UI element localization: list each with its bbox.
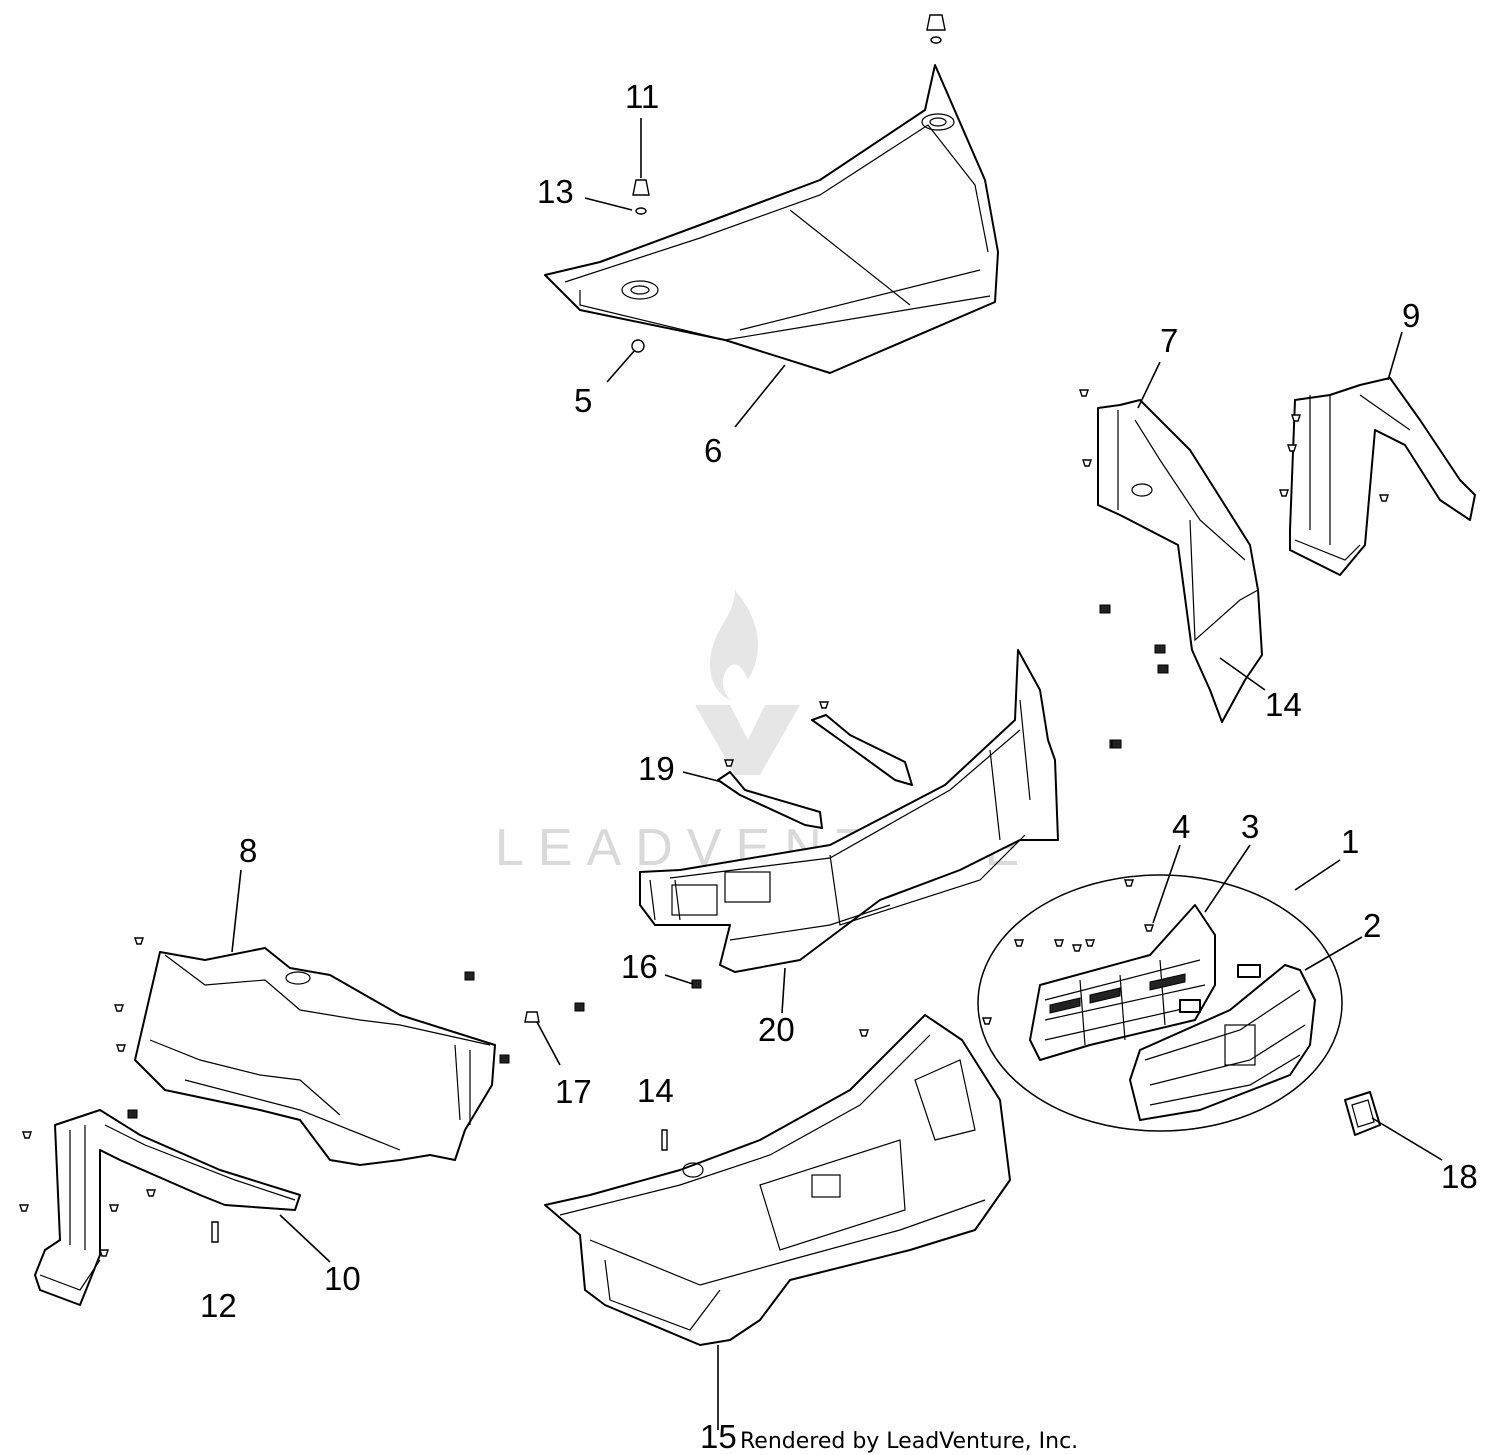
screw-icon [99,1249,109,1257]
part-hood-panel [544,64,999,374]
screw-icon [1082,459,1092,467]
screw-icon [1144,924,1154,932]
fender-screws-right-inner [1279,414,1389,502]
washer-icon [930,36,942,44]
screw-icon [859,1029,869,1037]
v-logo-icon [695,705,800,775]
screw-icon [116,1044,126,1052]
nut-icon [1154,644,1166,654]
screw-icon [1291,414,1301,422]
callout-16: 16 [621,948,658,985]
screw-icon [19,1204,29,1212]
leader-lines [231,118,1443,1430]
nut-icon [574,1002,585,1012]
nut-icon [499,1054,510,1064]
callout-7: 7 [1160,322,1178,359]
callout-9: 9 [1402,297,1420,334]
callout-6: 6 [704,432,722,469]
screw-icon [1072,944,1082,952]
callout-20: 20 [758,1011,795,1048]
part-left-inner-fender [34,1109,301,1306]
grille-assembly [977,874,1343,1132]
screw-icon [134,937,144,945]
nut-icon [1157,664,1169,674]
part-right-fender [1097,399,1263,723]
fender-screws-left-inner [19,1109,219,1257]
callout-4: 4 [1172,808,1190,845]
nut-icon [1111,739,1122,749]
part-brackets [717,701,913,829]
callout-3: 3 [1241,808,1259,845]
part-left-fender [134,947,496,1166]
bolt-icon [211,1221,219,1243]
screw-icon [1054,939,1064,947]
bolt-icon [661,1129,668,1151]
screw-icon [819,701,829,709]
screw-icon [1014,939,1024,947]
screw-icon [22,1131,32,1139]
callout-2: 2 [1363,907,1381,944]
callout-12: 12 [200,1287,237,1324]
callout-19: 19 [638,750,675,787]
callout-5: 5 [574,382,592,419]
callout-14-lower: 14 [637,1072,674,1109]
callout-1: 1 [1341,823,1359,860]
grille-screws [982,879,1154,1025]
screw-icon [982,1017,992,1025]
screw-icon [724,759,734,767]
nut-icon [1099,604,1111,614]
part-emblem [1344,1091,1381,1136]
nut-icon [127,1109,138,1119]
hood-fasteners [631,14,946,353]
callout-11: 11 [625,78,659,115]
screw-icon [114,1004,124,1012]
callout-18: 18 [1441,1158,1478,1195]
screw-icon [1079,389,1089,397]
nut-icon [691,979,702,989]
callout-14-upper: 14 [1265,686,1302,723]
callout-labels: 11 13 5 6 7 9 14 19 8 4 3 1 2 16 20 17 1… [200,78,1478,1455]
callout-17: 17 [555,1073,592,1110]
screw-icon [1124,879,1134,887]
callout-8: 8 [239,832,257,869]
part-front-frame [639,649,1059,973]
bumper-fasteners [661,739,1122,1151]
callout-13: 13 [537,173,574,210]
nut-icon [464,971,475,981]
washer-icon [635,207,647,215]
screw-icon [109,1204,119,1212]
render-credit: Rendered by LeadVenture, Inc. [740,1429,1078,1454]
clip-icon [926,14,946,31]
part-front-bumper [544,1014,1011,1346]
screw-icon [1379,494,1389,502]
part-right-inner-fender [1289,377,1476,576]
clip-icon [632,179,650,196]
screw-icon [1287,444,1297,452]
assembly-circle [977,874,1343,1132]
screw-icon [146,1189,156,1197]
callout-15: 15 [700,1418,737,1455]
clip-icon [524,1011,540,1023]
screw-icon [1279,489,1289,497]
callout-10: 10 [324,1260,361,1297]
flame-logo-icon [710,590,758,700]
screw-icon [1085,939,1095,947]
fender-screws-left [114,937,585,1064]
grommet-icon [631,339,645,353]
